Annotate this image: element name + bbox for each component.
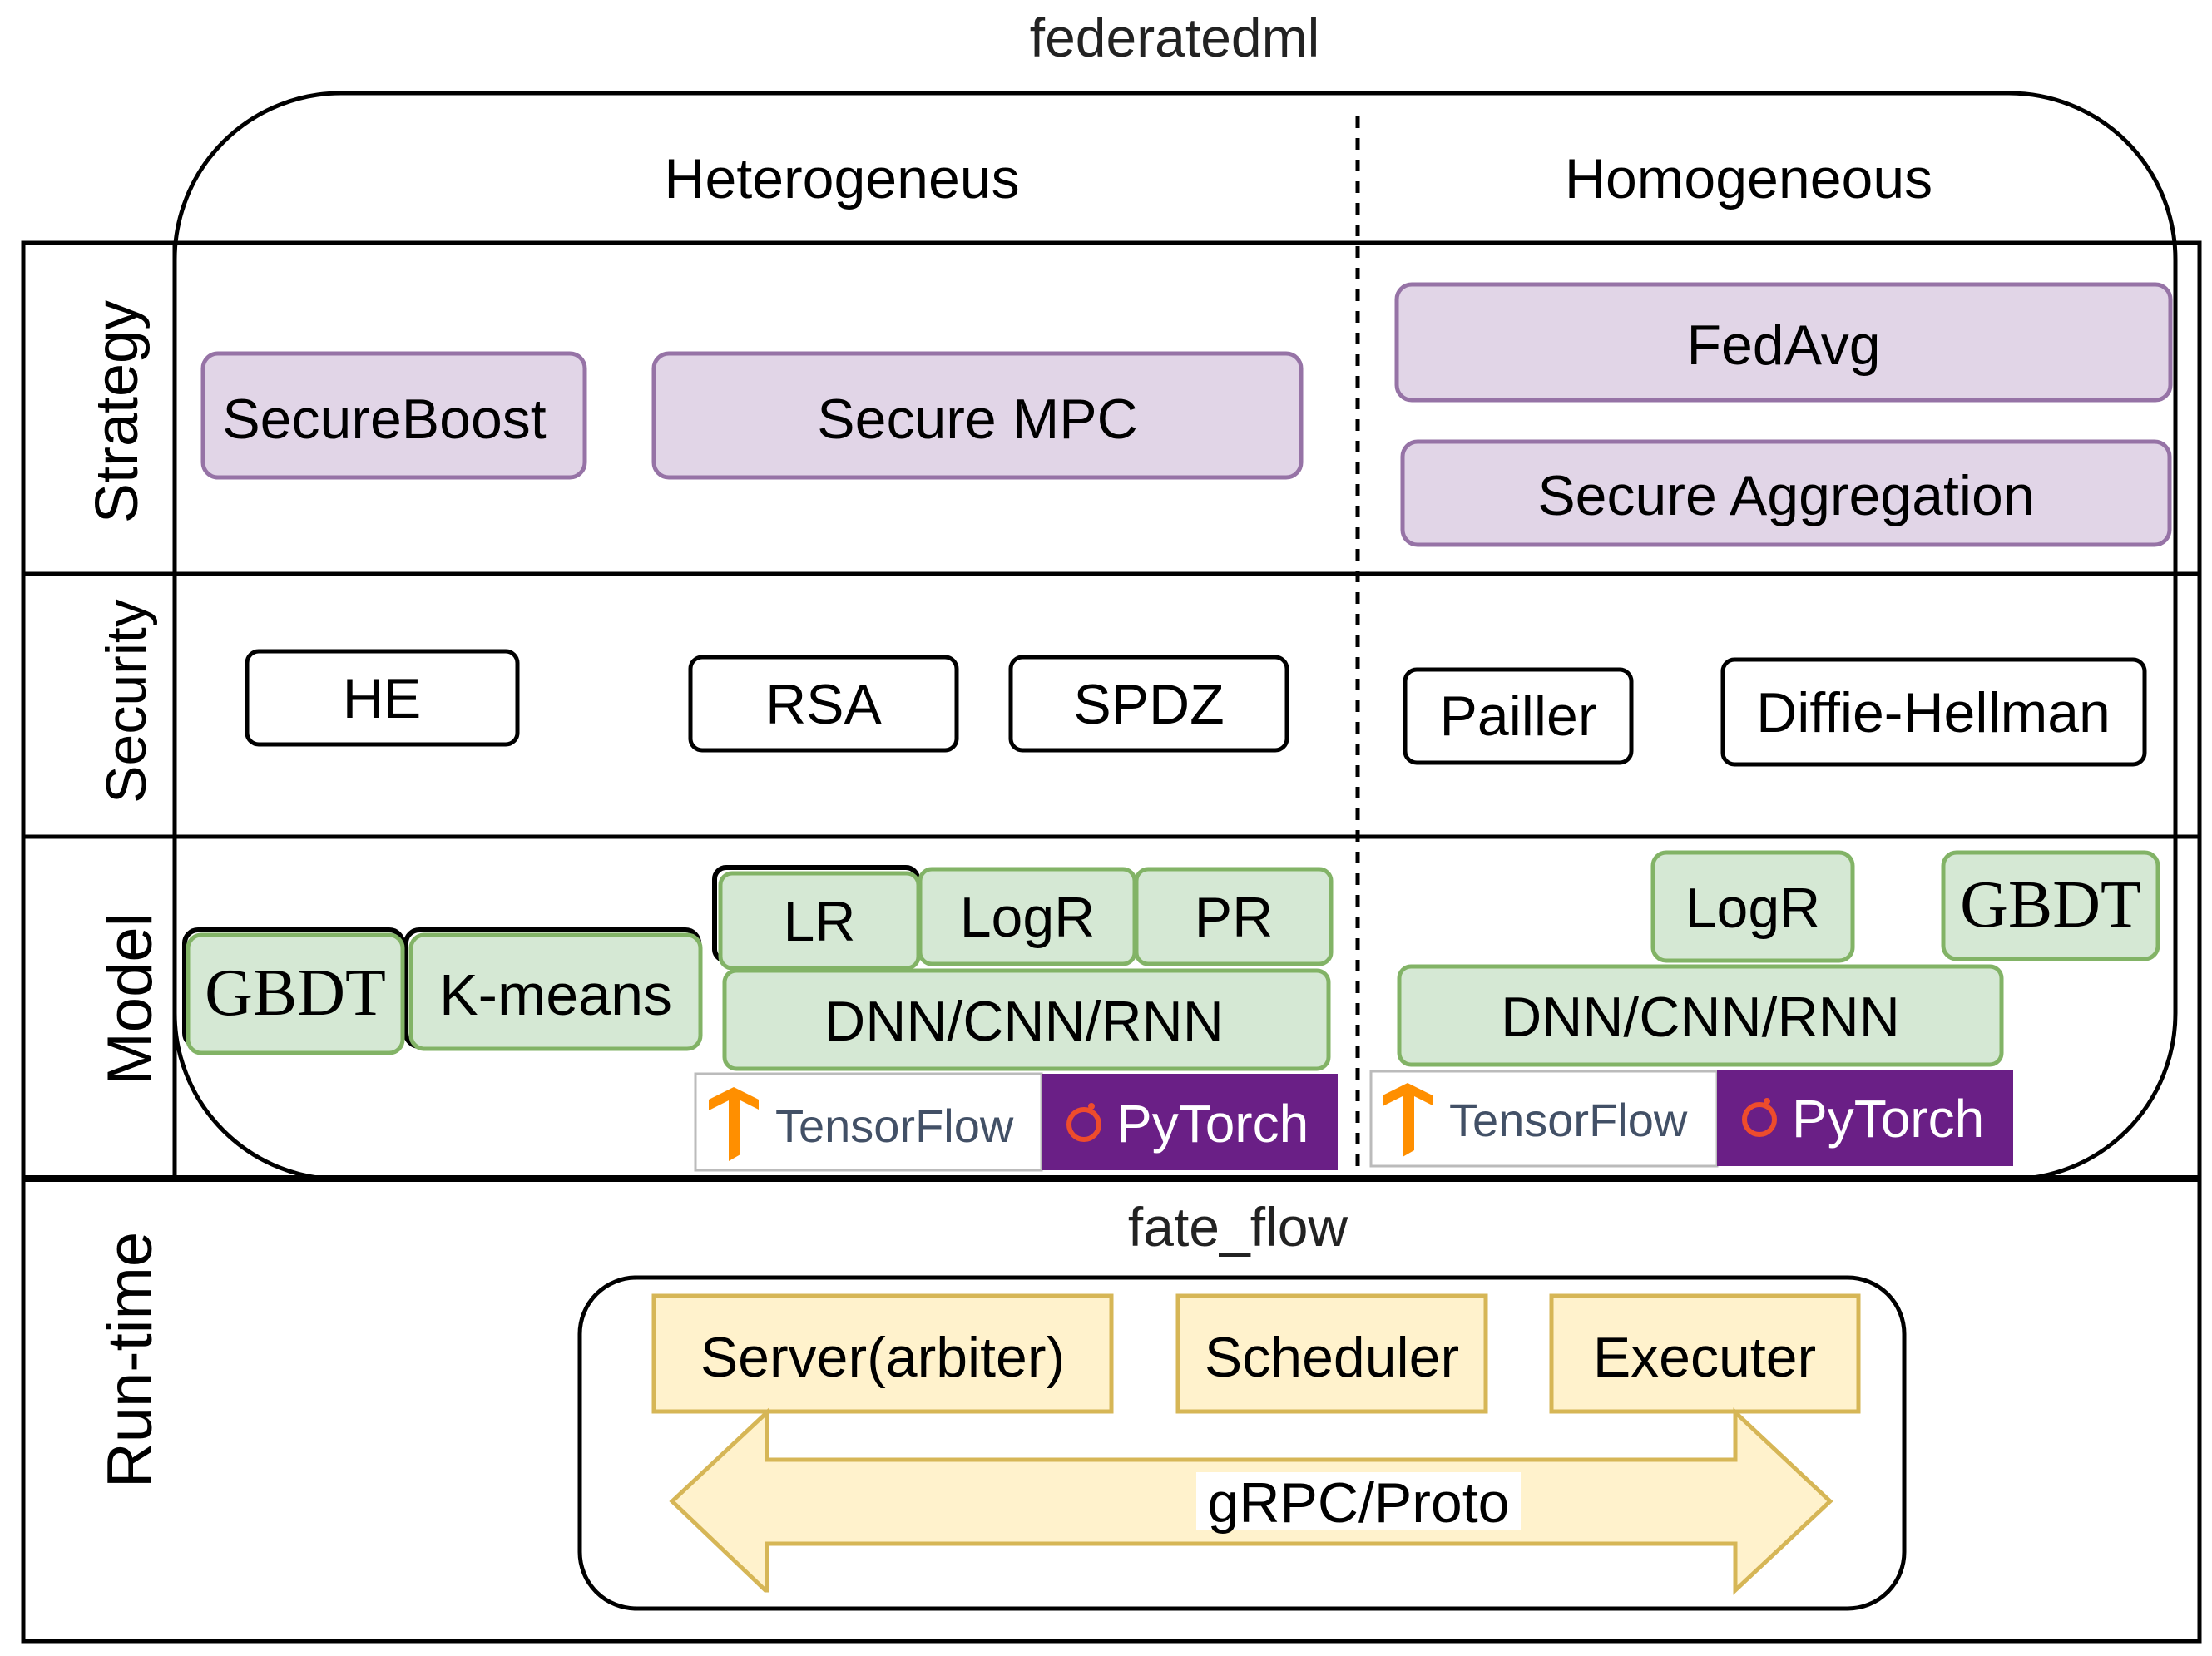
logr-box-hetero: LogR	[918, 867, 1137, 966]
fate-flow-container	[577, 1275, 1907, 1611]
dnn-box-homo: DNN/CNN/RNN	[1397, 964, 2004, 1067]
svg-text:SecureBoost: SecureBoost	[222, 388, 546, 451]
runtime-label: Run-time	[95, 1232, 166, 1488]
pytorch-logo-hetero: PyTorch	[1042, 1074, 1338, 1170]
he-box: HE	[245, 649, 520, 747]
svg-text:gRPC/Proto: gRPC/Proto	[1208, 1471, 1510, 1535]
strategy-label: Strategy	[84, 300, 151, 523]
pailler-box: Pailler	[1403, 667, 1634, 765]
spdz-box: SPDZ	[1008, 655, 1289, 753]
lr-box: LR	[718, 871, 921, 971]
svg-text:LogR: LogR	[1685, 877, 1821, 940]
svg-text:SPDZ: SPDZ	[1073, 673, 1224, 736]
pr-box: PR	[1134, 867, 1334, 966]
federatedml-title: federatedml	[1030, 7, 1320, 68]
homogeneous-header: Homogeneous	[1565, 147, 1932, 210]
scheduler-box: Scheduler	[1175, 1293, 1488, 1414]
svg-text:PyTorch: PyTorch	[1792, 1089, 1984, 1149]
secure-mpc-box: Secure MPC	[651, 351, 1304, 480]
executer-box: Executer	[1549, 1293, 1861, 1414]
diffie-hellman-box: Diffie-Hellman	[1720, 657, 2147, 767]
svg-text:HE: HE	[343, 667, 421, 730]
svg-text:GBDT: GBDT	[1960, 868, 2141, 942]
svg-text:FedAvg: FedAvg	[1686, 314, 1880, 377]
tensorflow-logo-hetero: TensorFlow	[694, 1072, 1043, 1172]
secureboost-box: SecureBoost	[200, 351, 587, 480]
rsa-box: RSA	[688, 655, 959, 753]
heterogeneus-header: Heterogeneus	[664, 147, 1019, 210]
svg-text:GBDT: GBDT	[205, 957, 386, 1030]
logr-box-homo: LogR	[1650, 850, 1855, 963]
gbdt-box-homo: GBDT	[1941, 850, 2160, 961]
tensorflow-icon	[1383, 1083, 1433, 1157]
svg-text:PyTorch: PyTorch	[1116, 1094, 1309, 1154]
pytorch-icon	[1066, 1107, 1101, 1142]
svg-text:DNN/CNN/RNN: DNN/CNN/RNN	[1501, 986, 1900, 1049]
svg-text:RSA: RSA	[765, 673, 882, 736]
gbdt-box: GBDT	[186, 932, 405, 1055]
pytorch-logo-homo: PyTorch	[1717, 1070, 2013, 1166]
server-arbiter-box: Server(arbiter)	[651, 1293, 1114, 1414]
svg-text:Diffie-Hellman: Diffie-Hellman	[1756, 681, 2111, 744]
svg-text:LogR: LogR	[960, 886, 1096, 949]
kmeans-box: K-means	[408, 932, 703, 1051]
model-label: Model	[95, 913, 166, 1085]
svg-text:LR: LR	[784, 890, 856, 953]
dnn-box-hetero: DNN/CNN/RNN	[722, 968, 1331, 1071]
svg-text:K-means: K-means	[439, 962, 672, 1027]
secure-aggregation-box: Secure Aggregation	[1400, 439, 2172, 547]
tensorflow-logo-homo: TensorFlow	[1369, 1070, 1719, 1168]
svg-text:Executer: Executer	[1593, 1326, 1816, 1389]
svg-text:Pailler: Pailler	[1440, 685, 1597, 748]
pytorch-icon	[1742, 1102, 1777, 1137]
security-label: Security	[95, 599, 158, 803]
svg-text:PR: PR	[1195, 886, 1273, 949]
svg-text:Scheduler: Scheduler	[1205, 1326, 1459, 1389]
svg-text:TensorFlow: TensorFlow	[775, 1100, 1014, 1152]
svg-text:TensorFlow: TensorFlow	[1449, 1094, 1688, 1146]
tensorflow-icon	[709, 1087, 759, 1161]
fedavg-box: FedAvg	[1394, 282, 2173, 403]
svg-text:Secure MPC: Secure MPC	[817, 388, 1137, 451]
svg-text:DNN/CNN/RNN: DNN/CNN/RNN	[824, 990, 1224, 1053]
grpc-proto-arrow: gRPC/Proto	[669, 1407, 1833, 1595]
svg-text:Server(arbiter): Server(arbiter)	[700, 1326, 1065, 1389]
fate-flow-title: fate_flow	[1128, 1196, 1348, 1258]
svg-text:Secure Aggregation: Secure Aggregation	[1537, 464, 2034, 527]
